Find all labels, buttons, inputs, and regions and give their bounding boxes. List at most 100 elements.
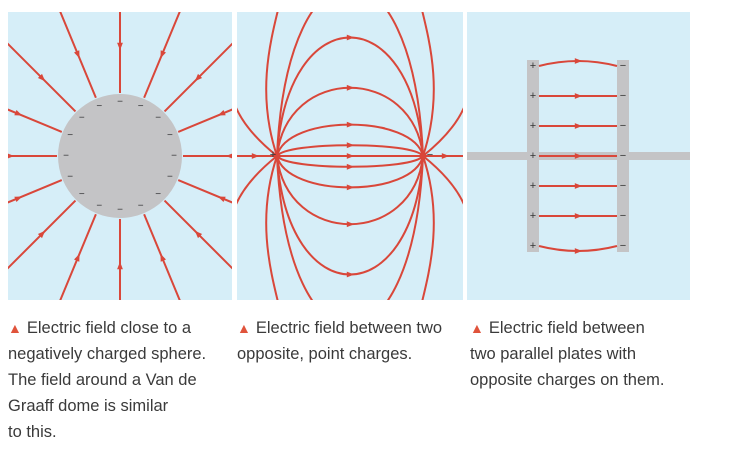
caption-text: Electric field close to a: [26, 319, 192, 337]
field-arrow-icon: [74, 253, 80, 262]
triangle-marker-icon: ▲: [237, 320, 251, 336]
caption-line: negatively charged sphere.: [8, 345, 207, 363]
field-line: [265, 155, 279, 300]
field-arrow-icon: [346, 163, 355, 170]
field-line: [276, 155, 424, 300]
field-line: [276, 155, 424, 276]
field-arrow-icon: [217, 110, 226, 116]
charge-sign: +: [530, 240, 536, 252]
caption-line: The field around a Van de: [8, 371, 197, 389]
charge-sign: −: [167, 130, 173, 141]
caption-line: two parallel plates with: [470, 345, 636, 363]
field-line: [422, 107, 463, 157]
field-line: [143, 12, 181, 99]
positive-point-charge: [273, 152, 281, 160]
positive-plate: [527, 60, 539, 252]
field-arrow-icon: [160, 253, 166, 262]
field-arrow-icon: [574, 153, 583, 159]
charge-sign: −: [117, 97, 123, 108]
field-arrow-icon: [574, 213, 583, 219]
charge-sign: −: [620, 150, 626, 162]
charge-sign: −: [63, 151, 69, 162]
charge-sign: −: [620, 120, 626, 132]
field-line: [163, 199, 232, 270]
triangle-marker-icon: ▲: [8, 320, 22, 336]
caption-line: to this.: [8, 423, 57, 441]
caption-line: ▲Electric field between two: [237, 315, 442, 341]
field-arrow-icon: [574, 248, 583, 254]
field-arrow-icon: [117, 261, 123, 270]
field-arrow-icon: [346, 142, 355, 149]
sphere-caption: ▲Electric field close to a negatively ch…: [8, 315, 206, 445]
field-line: [276, 36, 424, 157]
field-line: [163, 42, 232, 113]
parallel-plates-field-panel: +−+−+−+−+−+−+−: [467, 12, 690, 300]
field-line: [143, 213, 181, 300]
field-arrow-icon: [346, 84, 355, 91]
charge-sign: −: [620, 90, 626, 102]
field-arrow-icon: [217, 196, 226, 202]
charge-sign: +: [530, 150, 536, 162]
caption-line: Graaff dome is similar: [8, 397, 169, 415]
field-line: [59, 12, 97, 99]
charge-sign: +: [270, 149, 276, 161]
parallel-plates-caption: ▲Electric field between two parallel pla…: [470, 315, 664, 393]
charge-sign: −: [620, 210, 626, 222]
field-arrow-icon: [37, 230, 46, 239]
field-arrow-icon: [346, 121, 355, 128]
field-line: [265, 12, 279, 157]
field-arrow-icon: [574, 93, 583, 99]
sphere-field-panel: −−−−−−−−−−−−−−−−: [8, 12, 232, 300]
charge-sign: −: [96, 101, 102, 112]
field-line: [276, 123, 424, 157]
triangle-marker-icon: ▲: [470, 320, 484, 336]
field-arrow-icon: [74, 50, 80, 59]
field-line: [8, 179, 63, 204]
charge-sign: −: [67, 130, 73, 141]
field-arrow-icon: [574, 183, 583, 189]
field-arrow-icon: [346, 271, 355, 278]
charge-sign: −: [79, 112, 85, 123]
sphere-field-diagram: −−−−−−−−−−−−−−−−: [8, 12, 232, 300]
caption-line: opposite, point charges.: [237, 345, 413, 363]
field-arrow-icon: [14, 196, 23, 202]
charge-sign: −: [79, 189, 85, 200]
field-line: [237, 107, 278, 157]
field-arrow-icon: [37, 73, 46, 82]
field-line: [177, 179, 232, 204]
field-arrow-icon: [346, 184, 355, 191]
field-arrow-icon: [251, 153, 260, 159]
charge-sign: −: [138, 201, 144, 212]
field-arrow-icon: [346, 153, 355, 159]
charge-sign: −: [96, 201, 102, 212]
charge-sign: −: [167, 171, 173, 182]
field-line: [177, 108, 232, 133]
field-arrow-icon: [574, 58, 583, 64]
field-line: [8, 42, 77, 113]
charged-sphere: [58, 94, 182, 218]
negative-point-charge: [419, 152, 427, 160]
field-line: [237, 155, 278, 205]
charge-sign: +: [530, 60, 536, 72]
charge-sign: −: [171, 151, 177, 162]
field-line: [421, 12, 435, 157]
field-line: [421, 155, 435, 300]
field-arrow-icon: [14, 110, 23, 116]
field-arrow-icon: [225, 153, 232, 159]
field-line: [276, 155, 424, 189]
charge-sign: +: [530, 210, 536, 222]
field-line: [422, 155, 463, 205]
charge-sign: −: [620, 240, 626, 252]
field-arrow-icon: [441, 153, 450, 159]
field-arrow-icon: [160, 50, 166, 59]
point-charges-field-panel: +−: [237, 12, 463, 300]
charge-sign: −: [138, 101, 144, 112]
field-arrow-icon: [117, 42, 123, 51]
negative-plate: [617, 60, 629, 252]
point-charges-field-diagram: +−: [237, 12, 463, 300]
charge-sign: +: [530, 180, 536, 192]
field-arrow-icon: [194, 230, 203, 239]
caption-text: Electric field between two: [255, 319, 443, 337]
field-arrow-icon: [574, 123, 583, 129]
charge-sign: −: [155, 112, 161, 123]
